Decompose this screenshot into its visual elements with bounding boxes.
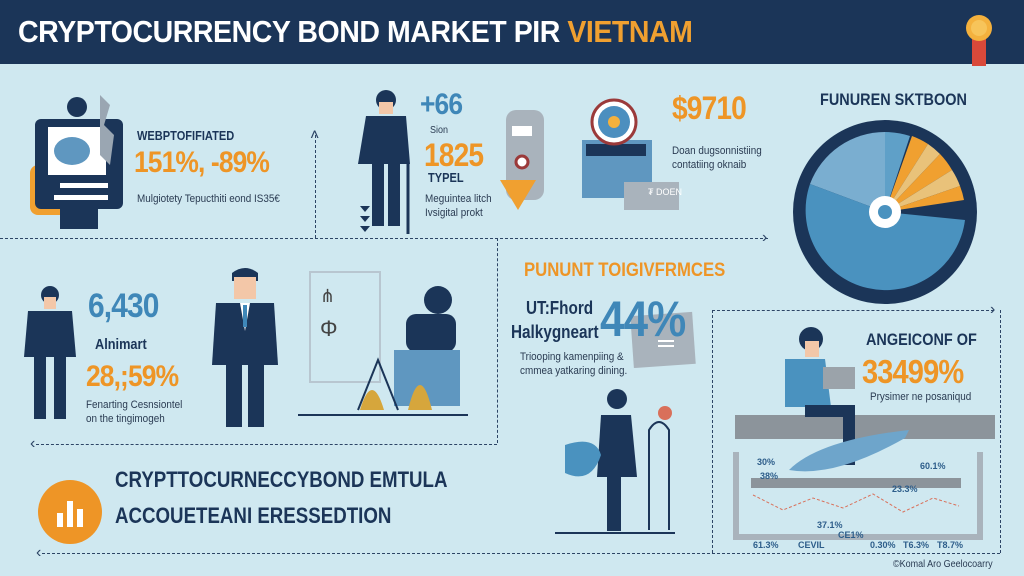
page-title: CRYPTOCURRENCY BOND MARKET PIR VIETNAM	[18, 14, 693, 49]
panel2-top-value: +66	[420, 88, 463, 121]
panel2-top-label: Sion	[430, 125, 449, 136]
pie-slice	[885, 132, 910, 212]
panel4-label: Alnimart	[95, 336, 147, 353]
medal-icon	[966, 15, 992, 66]
panel4-value: 6,430	[88, 287, 159, 325]
panel3-box-label: ₮ DOEN	[648, 187, 683, 197]
panel1-caption: Mulgiotety Tepucthiti eond IS35€	[137, 193, 280, 205]
businessman-illustration	[212, 268, 278, 427]
atm-arrow-illustration	[500, 110, 544, 210]
document-icon	[630, 311, 696, 369]
chart-label: 37.1%	[817, 520, 843, 530]
chart-label: T8.7%	[937, 540, 964, 550]
arrow-left-icon: ‹	[30, 435, 36, 452]
panel5-caption: Triooping kamenpiing &cmmea yatkaring di…	[520, 351, 628, 377]
panel6-label: ANGEICONF OF	[866, 330, 977, 349]
chart-label: CE1%	[838, 530, 864, 540]
person-illustration	[24, 286, 76, 419]
arrow-up-icon: ˄	[310, 127, 320, 144]
chart-label: 23.3%	[892, 484, 918, 494]
chart-label: 38%	[760, 471, 779, 481]
computer-person-illustration	[30, 95, 123, 229]
arrow-left-icon: ‹	[36, 544, 42, 561]
pie-slice	[810, 131, 885, 212]
arrow-right-icon: ›	[762, 229, 768, 246]
panel3-value: $9710	[672, 90, 747, 126]
chart-label: CEVIL	[798, 540, 825, 550]
wallet-coin-illustration	[582, 98, 679, 210]
pie-title: FUNUREN SKTBOON	[820, 90, 967, 109]
connector-line	[497, 238, 498, 443]
pie-slice	[805, 184, 965, 291]
panel6-value: 33499%	[862, 353, 964, 390]
chart-label: 30%	[757, 457, 776, 467]
connector-line	[0, 238, 768, 239]
panel5-label-1: UT:Fhord	[526, 298, 594, 318]
person-with-cane-illustration	[358, 90, 410, 234]
header-bar: CRYPTOCURRENCY BOND MARKET PIR VIETNAM	[0, 0, 1024, 66]
panel5-label-2: Halkygneart	[511, 322, 599, 342]
source-credit: ©Komal Aro Geelocoarry	[893, 559, 993, 570]
trader-desk-illustration: ⋔Φ	[298, 271, 468, 416]
svg-text:⋔: ⋔	[320, 286, 335, 306]
connector-line	[42, 553, 1000, 554]
svg-text:Φ: Φ	[320, 316, 338, 341]
panel6-caption: Prysimer ne posaniqud	[870, 391, 972, 403]
connector-line	[712, 310, 713, 553]
bar-chart-icon	[38, 480, 102, 544]
panel5-value: 44%	[600, 291, 686, 347]
person-machine-illustration	[555, 389, 675, 534]
chart-label: T6.3%	[903, 540, 930, 550]
footer-line-2: ACCOUETEANI ERESSEDTION	[115, 503, 392, 528]
panel2-value: 1825	[424, 137, 484, 173]
footer-line-1: CRYPTTOCURNECCYBOND EMTULA	[115, 467, 448, 492]
panel4-value2: 28,;59%	[86, 360, 179, 393]
pie-slice	[885, 170, 960, 212]
arrow-right-icon: ›	[990, 301, 996, 318]
connector-line	[315, 135, 316, 238]
pie-slice	[885, 144, 940, 212]
panel1-value: 151%, -89%	[134, 146, 270, 179]
pie-slice	[885, 154, 952, 212]
panel2-label: TYPEL	[428, 170, 464, 185]
panel5-heading: PUNUNT TOIGIVFRMCES	[524, 260, 726, 281]
pie-slice	[885, 186, 964, 212]
pie-slice	[885, 136, 928, 212]
connector-line	[1000, 310, 1001, 553]
chart-label: 0.30%	[870, 540, 896, 550]
market-chart-illustration	[733, 430, 983, 540]
chart-label: 61.3%	[753, 540, 779, 550]
chart-label: 60.1%	[920, 461, 946, 471]
connector-line	[712, 310, 994, 311]
panel1-label: WEBPTOFIFIATED	[137, 128, 235, 143]
pie-chart-illustration	[793, 120, 977, 304]
connector-line	[36, 444, 497, 445]
